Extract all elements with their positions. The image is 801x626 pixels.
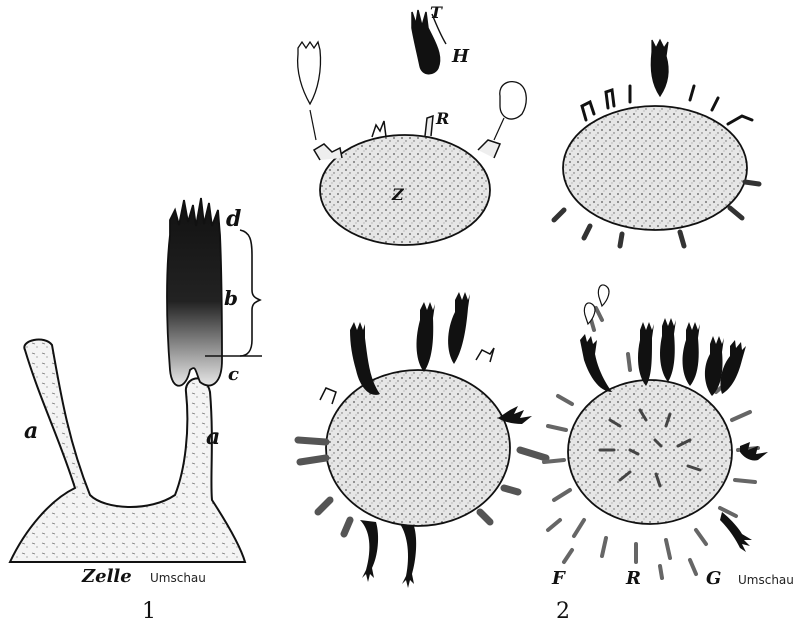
cell-top-left bbox=[298, 42, 527, 245]
credit-umschau-1: Umschau bbox=[150, 571, 206, 585]
credit-umschau-2: Umschau bbox=[738, 573, 794, 587]
label-d: d bbox=[226, 206, 241, 232]
label-Z: Z bbox=[391, 185, 405, 204]
cell-bottom-left bbox=[298, 292, 546, 588]
figure-number-2: 2 bbox=[556, 599, 570, 624]
cell-bottom-right bbox=[544, 285, 768, 578]
figure-1-group: a a b c d Zelle Umschau 1 bbox=[10, 198, 262, 624]
label-G: G bbox=[706, 568, 721, 589]
cell-top-right bbox=[554, 40, 759, 246]
bracket-b bbox=[240, 230, 260, 356]
figure-number-1: 1 bbox=[142, 599, 156, 624]
label-F: F bbox=[551, 568, 566, 589]
label-a-right: a bbox=[206, 424, 220, 450]
label-H: H bbox=[451, 46, 470, 67]
label-T: T bbox=[430, 3, 443, 22]
label-R-bottom: R bbox=[625, 568, 641, 589]
hair-cell bbox=[167, 198, 222, 386]
label-R-top: R bbox=[435, 109, 449, 128]
label-a-left: a bbox=[24, 418, 38, 444]
figure-2-group: T H R Z bbox=[298, 3, 794, 624]
label-c: c bbox=[228, 364, 239, 385]
label-zelle: Zelle bbox=[81, 566, 132, 587]
label-b: b bbox=[224, 286, 238, 310]
